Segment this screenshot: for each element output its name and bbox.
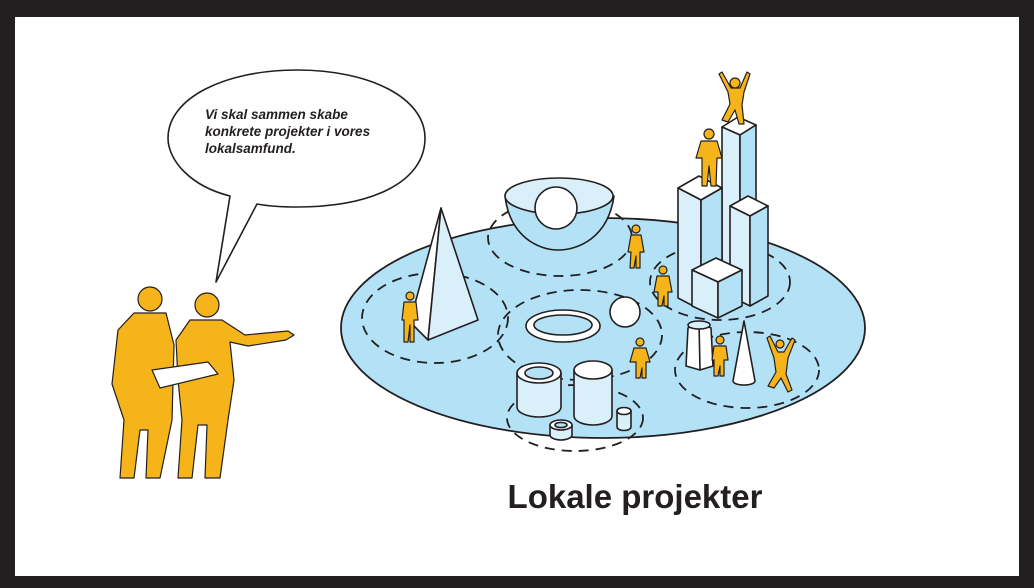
speech-line-1: Vi skal sammen skabe	[205, 107, 348, 122]
pyramid	[409, 207, 479, 341]
zone-right-bottom	[674, 331, 820, 409]
figure-cheering	[718, 71, 751, 125]
small-sphere	[609, 296, 641, 328]
bowl-with-sphere	[504, 177, 615, 251]
cylinders	[516, 360, 632, 441]
block-towers	[677, 116, 769, 319]
figure-on-block	[695, 128, 723, 187]
figure-4	[629, 337, 651, 379]
dashed-zones	[361, 199, 820, 452]
men-pointing	[111, 286, 295, 479]
people	[111, 71, 796, 479]
speech-bubble	[167, 69, 426, 283]
figure-jumping	[766, 335, 796, 393]
figure-2	[627, 224, 645, 269]
speech-bubble-text: Vi skal sammen skabe konkrete projekter …	[205, 106, 425, 157]
figure-5	[711, 335, 729, 377]
zone-center	[497, 289, 663, 381]
ring	[525, 309, 601, 343]
prism-and-cone	[685, 320, 756, 386]
speech-line-2: konkrete projekter i vores	[205, 124, 371, 139]
figure-1	[401, 291, 419, 343]
speech-line-3: lokalsamfund.	[205, 141, 296, 156]
caption-title: Lokale projekter	[507, 478, 763, 515]
figure-3	[653, 265, 673, 307]
